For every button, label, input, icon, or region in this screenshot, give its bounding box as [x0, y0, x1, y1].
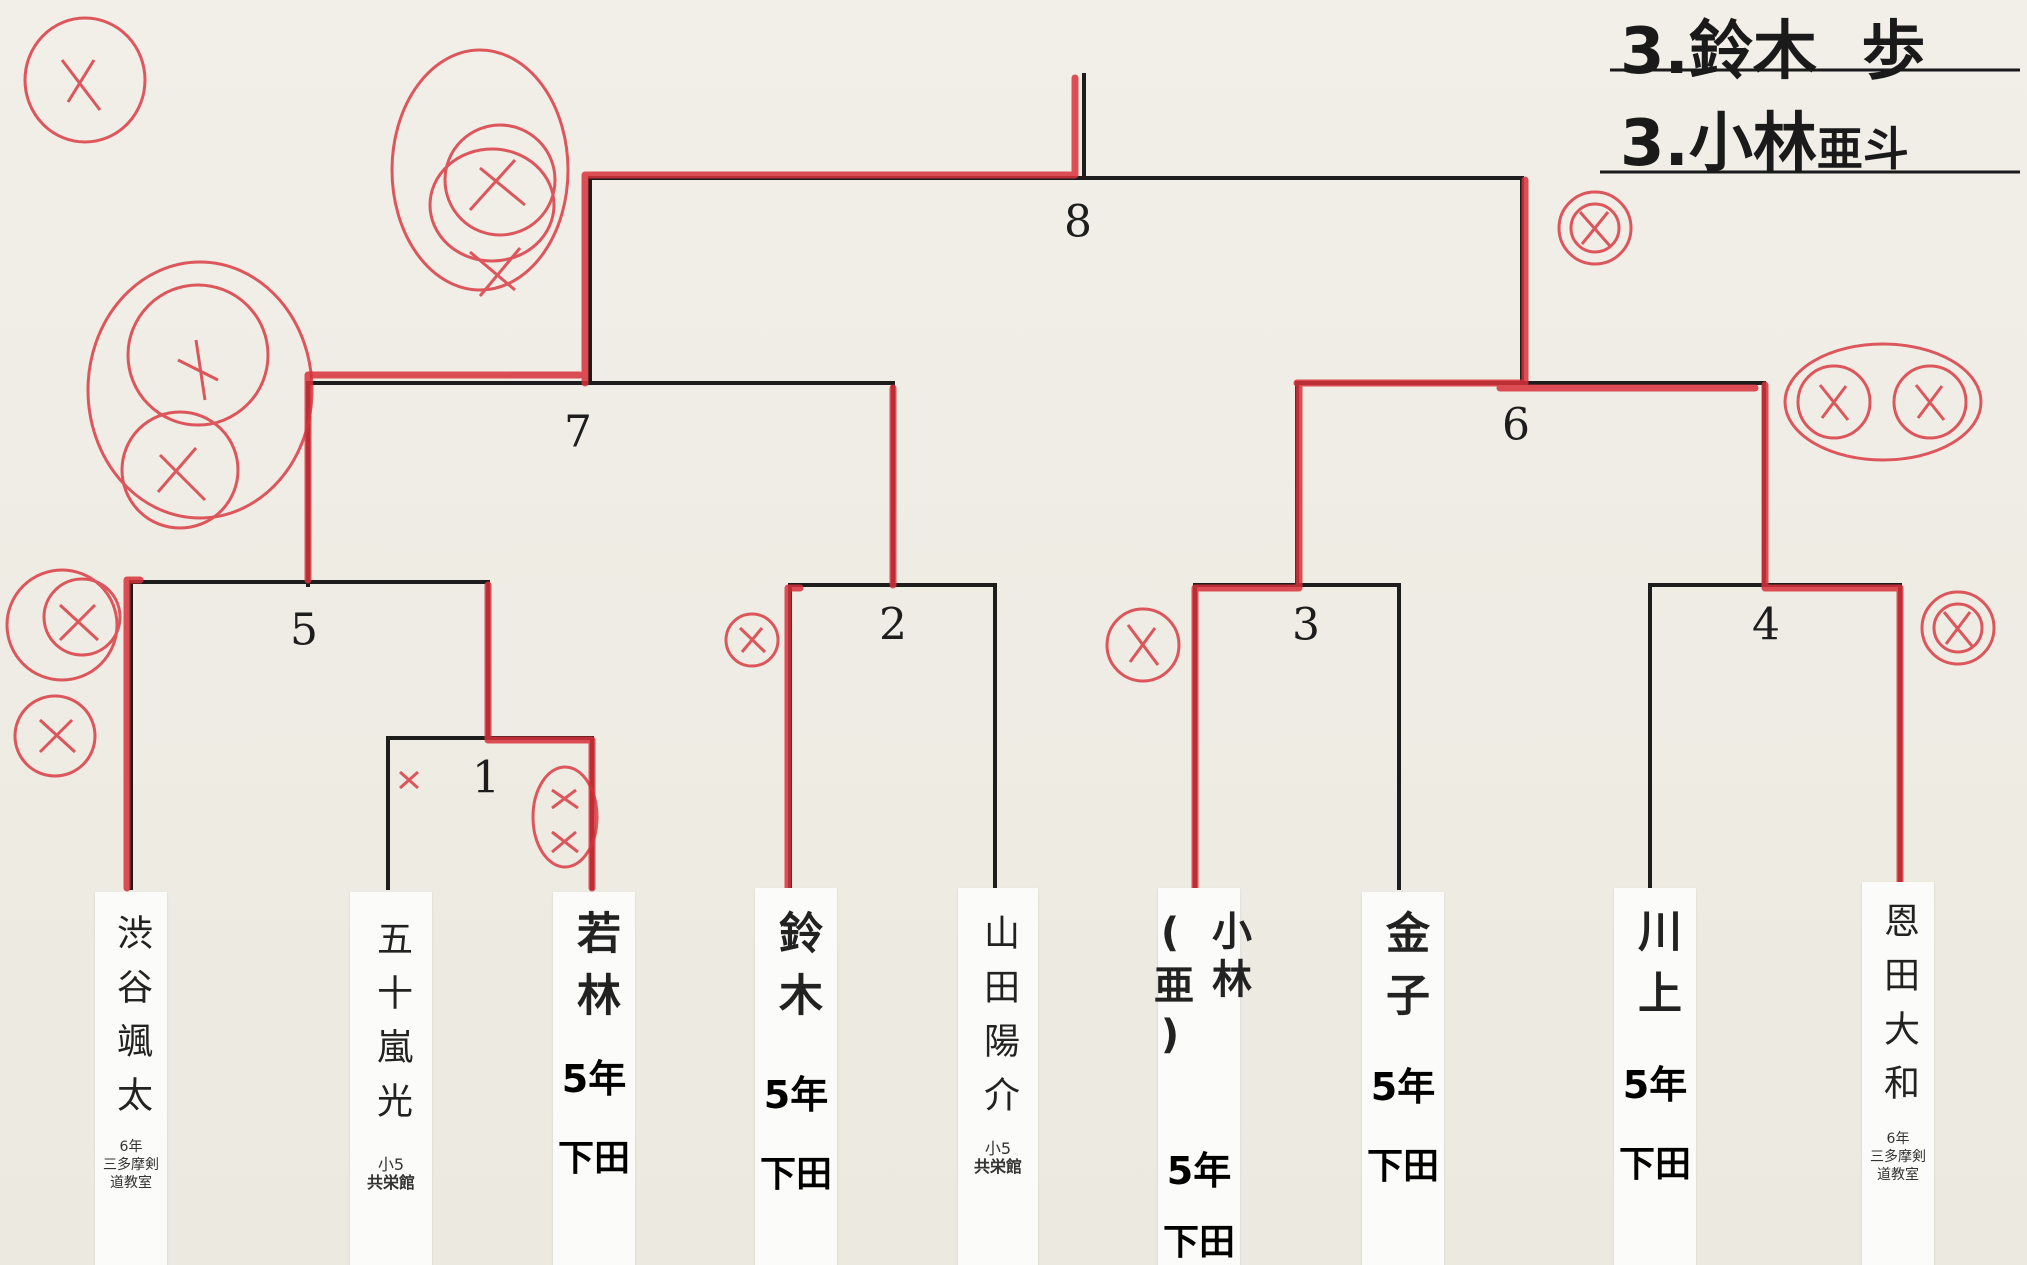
competitor-name: 小林(亜)	[1147, 910, 1251, 1066]
match-number-3: 3	[1292, 599, 1320, 651]
match-number-7: 7	[564, 406, 592, 458]
competitor-name: 若林	[569, 910, 620, 1034]
match-number-5: 5	[290, 604, 318, 656]
competitor-grade: 5年	[1166, 1149, 1232, 1193]
competitor-dojo: 下田	[1162, 1222, 1235, 1263]
competitor-card: 金子 5年 下田	[1362, 892, 1444, 1265]
competitor-card: 五十嵐光 小5 共栄館	[350, 892, 432, 1265]
competitor-name: 渋谷颯太	[111, 914, 152, 1130]
third-place-2-name: 小林	[1688, 107, 1817, 181]
competitor-card: 若林 5年 下田	[553, 892, 635, 1265]
competitor-dojo: 下田	[557, 1138, 630, 1179]
competitor-dojo: 共栄館	[973, 1157, 1022, 1176]
match-number-1: 1	[472, 752, 500, 804]
competitor-name: 川上	[1630, 908, 1681, 1032]
competitor-grade: 小5	[377, 1155, 405, 1174]
third-place-2-given: 亜斗	[1816, 122, 1909, 176]
competitor-grade: 小5	[984, 1139, 1012, 1158]
match-number-4: 4	[1752, 599, 1780, 651]
competitor-name: 金子	[1378, 910, 1429, 1034]
third-place-2-rank: 3.	[1620, 107, 1689, 181]
competitor-dojo: 下田	[1366, 1146, 1439, 1187]
competitor-card: 鈴木 5年 下田	[755, 888, 837, 1265]
third-place-1-given: 歩	[1861, 15, 1926, 89]
competitor-card: 川上 5年 下田	[1614, 888, 1696, 1265]
competitor-grade: 5年	[763, 1073, 829, 1117]
third-place-2: 3.小林亜斗	[1620, 92, 1909, 184]
competitor-card: 恩田大和 6年 三多摩剣道教室	[1862, 882, 1934, 1265]
third-place-1: 3.鈴木 歩	[1620, 0, 1925, 92]
competitor-grade: 5年	[1622, 1063, 1688, 1107]
competitor-dojo: 共栄館	[366, 1173, 415, 1192]
third-place-1-name: 鈴木	[1688, 15, 1817, 89]
match-number-2: 2	[879, 599, 907, 651]
competitor-dojo: 下田	[1618, 1144, 1691, 1185]
competitor-card: 小林(亜) 5年 下田	[1147, 888, 1251, 1265]
competitor-dojo: 下田	[759, 1154, 832, 1195]
competitor-grade: 5年	[561, 1057, 627, 1101]
competitor-name: 五十嵐光	[371, 920, 412, 1136]
third-place-1-rank: 3.	[1620, 15, 1689, 89]
competitor-card: 渋谷颯太 6年 三多摩剣道教室	[95, 892, 167, 1265]
competitor-name: 鈴木	[771, 910, 822, 1034]
competitor-dojo: 三多摩剣道教室	[1870, 1149, 1926, 1183]
match-number-6: 6	[1502, 399, 1530, 451]
competitor-card: 山田陽介 小5 共栄館	[958, 888, 1038, 1265]
match-number-8: 8	[1064, 196, 1092, 248]
competitor-grade: 6年	[119, 1139, 143, 1155]
competitor-grade: 5年	[1370, 1065, 1436, 1109]
competitor-name: 山田陽介	[978, 914, 1019, 1130]
competitor-grade: 6年	[1886, 1131, 1910, 1147]
competitor-name: 恩田大和	[1878, 902, 1919, 1118]
competitor-dojo: 三多摩剣道教室	[103, 1157, 159, 1191]
